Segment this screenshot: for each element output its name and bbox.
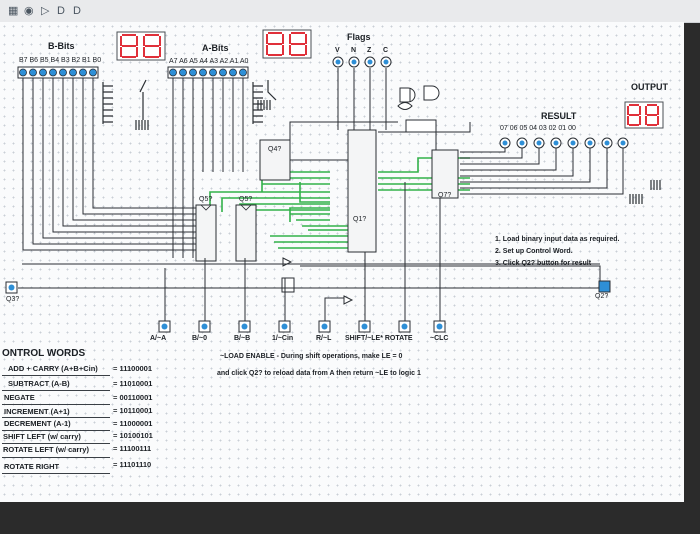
flag-leds bbox=[332, 56, 392, 68]
load-enable-note-line1: ~LOAD ENABLE - During shift operations, … bbox=[220, 353, 403, 360]
output-display-value: 88 bbox=[628, 134, 629, 135]
b-bits-title: B-Bits bbox=[48, 41, 75, 51]
a-bits-title: A-Bits bbox=[202, 43, 229, 53]
chip-q5-left-label: Q5? bbox=[199, 196, 213, 203]
cw-row-value: = 11100111 bbox=[113, 444, 152, 453]
cw-divider bbox=[2, 473, 110, 474]
control-wires bbox=[18, 68, 624, 322]
logic-gates bbox=[397, 85, 440, 133]
b-comb-connector bbox=[102, 79, 149, 130]
chip-q5-right-label: Q5? bbox=[239, 196, 253, 203]
chip-q5-right bbox=[235, 204, 257, 262]
control-toggles[interactable] bbox=[158, 320, 446, 333]
cw-divider bbox=[2, 404, 110, 405]
a-display-value: 88 bbox=[266, 62, 267, 63]
play-icon[interactable]: ▷ bbox=[41, 5, 50, 17]
cw-row-value: = 11101110 bbox=[113, 460, 152, 469]
step-icon[interactable]: D bbox=[57, 5, 65, 17]
a-bits-display bbox=[262, 29, 312, 59]
circuit-schematic[interactable] bbox=[0, 22, 684, 502]
cw-row-name: ROTATE LEFT (w/ carry) bbox=[3, 445, 89, 454]
chip-q7 bbox=[431, 149, 459, 199]
result-pin-labels: 07 06 05 04 03 02 01 00 bbox=[500, 125, 576, 132]
flag-c-label: C bbox=[383, 47, 389, 54]
cw-divider bbox=[2, 390, 110, 391]
step-forward-icon[interactable]: D bbox=[73, 5, 81, 17]
cw-row-value: = 10100101 bbox=[113, 431, 153, 440]
cw-row-name: SHIFT LEFT (w/ carry) bbox=[3, 432, 81, 441]
cw-divider bbox=[2, 443, 110, 444]
cw-divider bbox=[2, 375, 110, 376]
result-leds bbox=[499, 137, 629, 149]
cw-row-value: = 11100001 bbox=[113, 364, 153, 373]
cw-row-name: ADD + CARRY (A+B+Cin) bbox=[8, 364, 98, 373]
q3-toggle[interactable] bbox=[5, 281, 18, 294]
chip-q1-label: Q1? bbox=[353, 216, 367, 223]
q3-label: Q3? bbox=[6, 296, 20, 303]
flag-z-label: Z bbox=[367, 47, 372, 54]
control-words-title: ONTROL WORDS bbox=[2, 348, 86, 359]
cw-divider bbox=[2, 417, 110, 418]
output-display bbox=[624, 101, 664, 129]
a-bit-toggles[interactable] bbox=[167, 66, 249, 79]
flag-n-label: N bbox=[351, 47, 357, 54]
cw-row-value: = 10110001 bbox=[113, 406, 153, 415]
cw-divider bbox=[2, 457, 110, 458]
chip-q4-label: Q4? bbox=[268, 146, 282, 153]
cw-row-value: = 11010001 bbox=[113, 379, 153, 388]
cw-divider bbox=[2, 430, 110, 431]
a-bus-wires bbox=[172, 78, 244, 258]
flags-title: Flags bbox=[347, 32, 371, 42]
cw-row-name: INCREMENT (A+1) bbox=[4, 407, 70, 416]
r-not-l-label: R/~L bbox=[316, 335, 332, 342]
chip-q7-label: Q7? bbox=[438, 192, 452, 199]
clc-label: ~CLC bbox=[430, 335, 449, 342]
cw-row-name: NEGATE bbox=[4, 393, 35, 402]
b-bits-display bbox=[116, 31, 166, 61]
one-not-cin-label: 1/~Cin bbox=[272, 335, 294, 342]
b-not-0-label: B/~0 bbox=[192, 335, 207, 342]
chip-q1 bbox=[347, 129, 377, 253]
b-bus-wires bbox=[22, 78, 200, 251]
instruction-3: 3. Click Q2? button for result bbox=[495, 260, 592, 267]
b-bits-pin-labels: B7 B6 B5 B4 B3 B2 B1 B0 bbox=[19, 57, 102, 64]
cw-row-name: DECREMENT (A-1) bbox=[4, 419, 71, 428]
q2-label: Q2? bbox=[595, 293, 609, 300]
b-display-value: 88 bbox=[120, 64, 121, 65]
cw-row-name: SUBTRACT (A-B) bbox=[8, 379, 70, 388]
a-comb-connector bbox=[252, 80, 277, 124]
cw-row-name: ROTATE RIGHT bbox=[4, 462, 60, 471]
instruction-2: 2. Set up Control Word. bbox=[495, 248, 573, 255]
instruction-1: 1. Load binary input data as required. bbox=[495, 236, 620, 243]
q2-toggle[interactable] bbox=[598, 280, 611, 293]
cw-row-value: = 00110001 bbox=[113, 393, 153, 402]
a-bits-pin-labels: A7 A6 A5 A4 A3 A2 A1 A0 bbox=[169, 58, 249, 65]
output-title: OUTPUT bbox=[631, 82, 668, 92]
toolbar: ▦ ◉ ▷ D D bbox=[0, 0, 700, 23]
grid-icon[interactable]: ▦ bbox=[8, 5, 19, 17]
result-title: RESULT bbox=[541, 111, 577, 121]
chip-q4 bbox=[259, 139, 291, 181]
b-not-b-label: B/~B bbox=[234, 335, 251, 342]
record-icon[interactable]: ◉ bbox=[24, 5, 34, 17]
flag-v-label: V bbox=[335, 47, 340, 54]
b-bit-toggles[interactable] bbox=[17, 66, 99, 79]
shift-le-rotate-label: SHIFT/~LE* ROTATE bbox=[345, 335, 413, 342]
chip-q5-left bbox=[195, 204, 217, 262]
buffer-gates bbox=[281, 257, 354, 305]
load-enable-note-line2: and click Q2? to reload data from A then… bbox=[217, 370, 421, 377]
a-not-a-label: A/~A bbox=[150, 335, 167, 342]
circuit-canvas[interactable]: B-Bits B7 B6 B5 B4 B3 B2 B1 B0 A-Bits A7… bbox=[0, 22, 684, 502]
output-comb-connector bbox=[629, 180, 661, 204]
cw-row-value: = 11000001 bbox=[113, 419, 153, 428]
